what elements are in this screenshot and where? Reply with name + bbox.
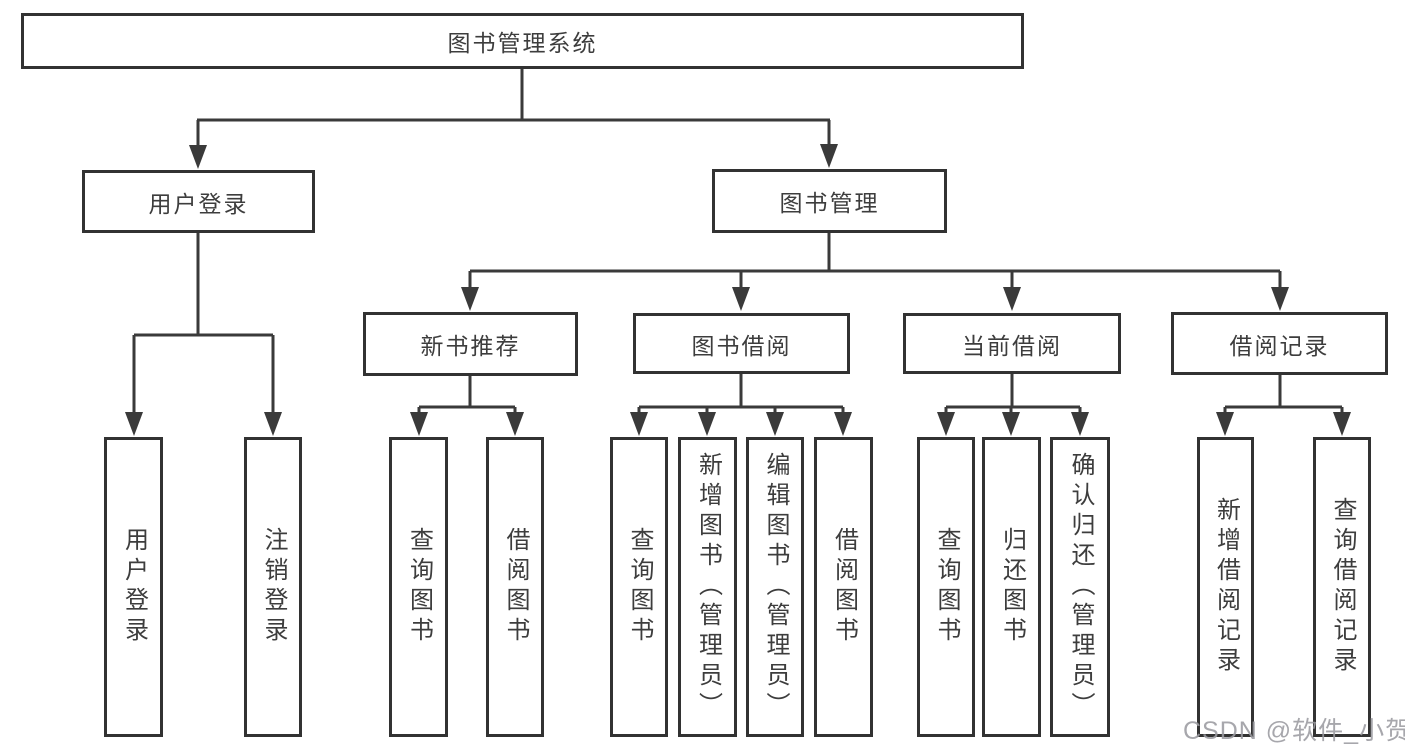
leaf-borrow-borrow-book: 借阅图书 bbox=[814, 437, 873, 737]
leaf-records-query-record-label: 查询借阅记录 bbox=[1329, 497, 1356, 677]
arrowhead-recommend bbox=[461, 287, 479, 311]
connector-recommend-branch bbox=[417, 375, 517, 416]
node-current: 当前借阅 bbox=[903, 313, 1121, 374]
node-borrow: 图书借阅 bbox=[633, 313, 850, 374]
leaf-borrow-borrow-book-label: 借阅图书 bbox=[830, 527, 858, 647]
arrowhead-leaf-current-1 bbox=[937, 412, 955, 436]
node-root-label: 图书管理系统 bbox=[447, 30, 598, 56]
leaf-current-query-book-label: 查询图书 bbox=[933, 527, 960, 647]
connector-book-mgmt-branch bbox=[468, 233, 1282, 291]
arrowhead-leaf-borrow-2 bbox=[698, 412, 716, 436]
leaf-borrow-query-book: 查询图书 bbox=[610, 437, 668, 737]
connector-borrow-branch bbox=[637, 374, 845, 416]
arrowhead-leaf-records-2 bbox=[1333, 412, 1351, 436]
node-recommend-label: 新书推荐 bbox=[420, 333, 521, 359]
node-book-mgmt-label: 图书管理 bbox=[779, 190, 880, 216]
leaf-records-add-record: 新增借阅记录 bbox=[1197, 437, 1254, 737]
node-borrow-label: 图书借阅 bbox=[691, 332, 792, 359]
arrowhead-records bbox=[1271, 287, 1289, 311]
leaf-recommend-borrow-book: 借阅图书 bbox=[486, 437, 544, 737]
node-records-label: 借阅记录 bbox=[1229, 332, 1330, 359]
leaf-recommend-borrow-book-label: 借阅图书 bbox=[502, 527, 529, 647]
connector-root-branch bbox=[196, 69, 831, 150]
leaf-borrow-add-book-admin-label: 新增图书（管理员） bbox=[694, 452, 722, 722]
leaf-borrow-add-book-admin: 新增图书（管理员） bbox=[678, 437, 737, 737]
arrowhead-current bbox=[1003, 287, 1021, 311]
leaf-recommend-query-book-label: 查询图书 bbox=[405, 527, 433, 647]
arrowhead-leaf-login-1 bbox=[125, 412, 143, 436]
node-user-login: 用户登录 bbox=[82, 170, 315, 233]
leaf-user-login: 用户登录 bbox=[104, 437, 163, 737]
arrowhead-leaf-borrow-1 bbox=[630, 412, 648, 436]
arrowhead-leaf-records-1 bbox=[1216, 412, 1234, 436]
arrowhead-borrow bbox=[732, 287, 750, 311]
connector-records-branch bbox=[1223, 375, 1344, 416]
leaf-records-query-record: 查询借阅记录 bbox=[1313, 437, 1371, 737]
leaf-logout-label: 注销登录 bbox=[260, 527, 287, 647]
leaf-borrow-edit-book-admin: 编辑图书（管理员） bbox=[746, 437, 804, 737]
leaf-user-login-label: 用户登录 bbox=[120, 527, 148, 647]
leaf-borrow-edit-book-admin-label: 编辑图书（管理员） bbox=[762, 452, 789, 722]
leaf-current-return-book-label: 归还图书 bbox=[998, 527, 1026, 647]
node-book-mgmt: 图书管理 bbox=[712, 169, 947, 233]
arrowhead-leaf-borrow-3 bbox=[766, 412, 784, 436]
leaf-current-query-book: 查询图书 bbox=[917, 437, 975, 737]
leaf-records-add-record-label: 新增借阅记录 bbox=[1212, 497, 1240, 677]
leaf-current-confirm-return-admin-label: 确认归还（管理员） bbox=[1067, 452, 1094, 722]
leaf-recommend-query-book: 查询图书 bbox=[389, 437, 448, 737]
connector-user-login-branch bbox=[132, 233, 275, 416]
arrowhead-user-login bbox=[189, 145, 207, 169]
leaf-current-return-book: 归还图书 bbox=[982, 437, 1041, 737]
node-records: 借阅记录 bbox=[1171, 312, 1388, 375]
connector-current-branch bbox=[944, 374, 1082, 416]
arrowhead-leaf-login-2 bbox=[264, 412, 282, 436]
arrowhead-book-mgmt bbox=[820, 144, 838, 168]
arrowhead-leaf-current-2 bbox=[1002, 412, 1020, 436]
arrowhead-leaf-recommend-2 bbox=[506, 412, 524, 436]
leaf-current-confirm-return-admin: 确认归还（管理员） bbox=[1050, 437, 1110, 737]
arrowhead-leaf-current-3 bbox=[1071, 412, 1089, 436]
arrowhead-leaf-borrow-4 bbox=[834, 412, 852, 436]
node-recommend: 新书推荐 bbox=[363, 312, 578, 376]
csdn-watermark: CSDN @软件_小贺同学 bbox=[1183, 717, 1405, 745]
node-user-login-label: 用户登录 bbox=[148, 190, 249, 217]
node-root: 图书管理系统 bbox=[21, 13, 1024, 69]
arrowhead-leaf-recommend-1 bbox=[410, 412, 428, 436]
leaf-logout: 注销登录 bbox=[244, 437, 302, 737]
node-current-label: 当前借阅 bbox=[962, 332, 1062, 359]
leaf-borrow-query-book-label: 查询图书 bbox=[626, 527, 653, 647]
